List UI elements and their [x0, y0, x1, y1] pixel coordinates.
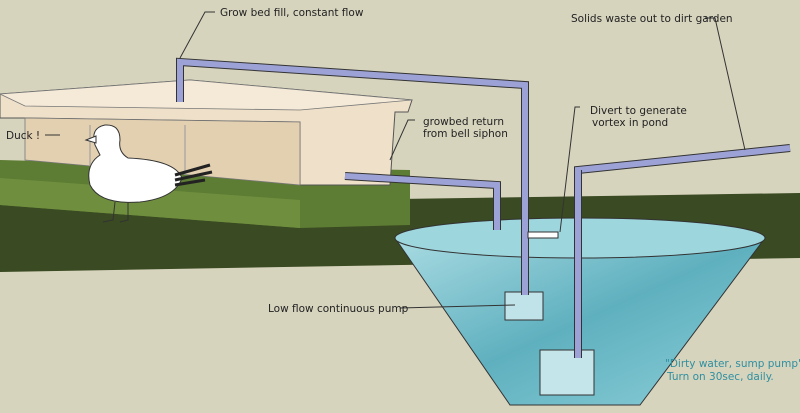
- label-sump-1: "Dirty water, sump pump": [665, 358, 800, 370]
- label-low-flow-pump: Low flow continuous pump: [268, 303, 409, 315]
- low-flow-pump: [504, 291, 544, 321]
- label-sump-2: Turn on 30sec, daily.: [666, 371, 774, 383]
- label-divert-2: vortex in pond: [592, 117, 668, 129]
- label-duck: Duck !: [6, 130, 40, 142]
- label-growbed-return-2: from bell siphon: [423, 128, 508, 140]
- label-divert-1: Divert to generate: [590, 105, 687, 117]
- label-grow-bed-fill: Grow bed fill, constant flow: [220, 7, 364, 19]
- label-solids-waste: Solids waste out to dirt garden: [571, 13, 733, 25]
- sump-pump: [539, 349, 595, 396]
- duck-illustration: [84, 124, 213, 223]
- label-growbed-return-1: growbed return: [423, 116, 504, 128]
- pipes: [176, 57, 791, 358]
